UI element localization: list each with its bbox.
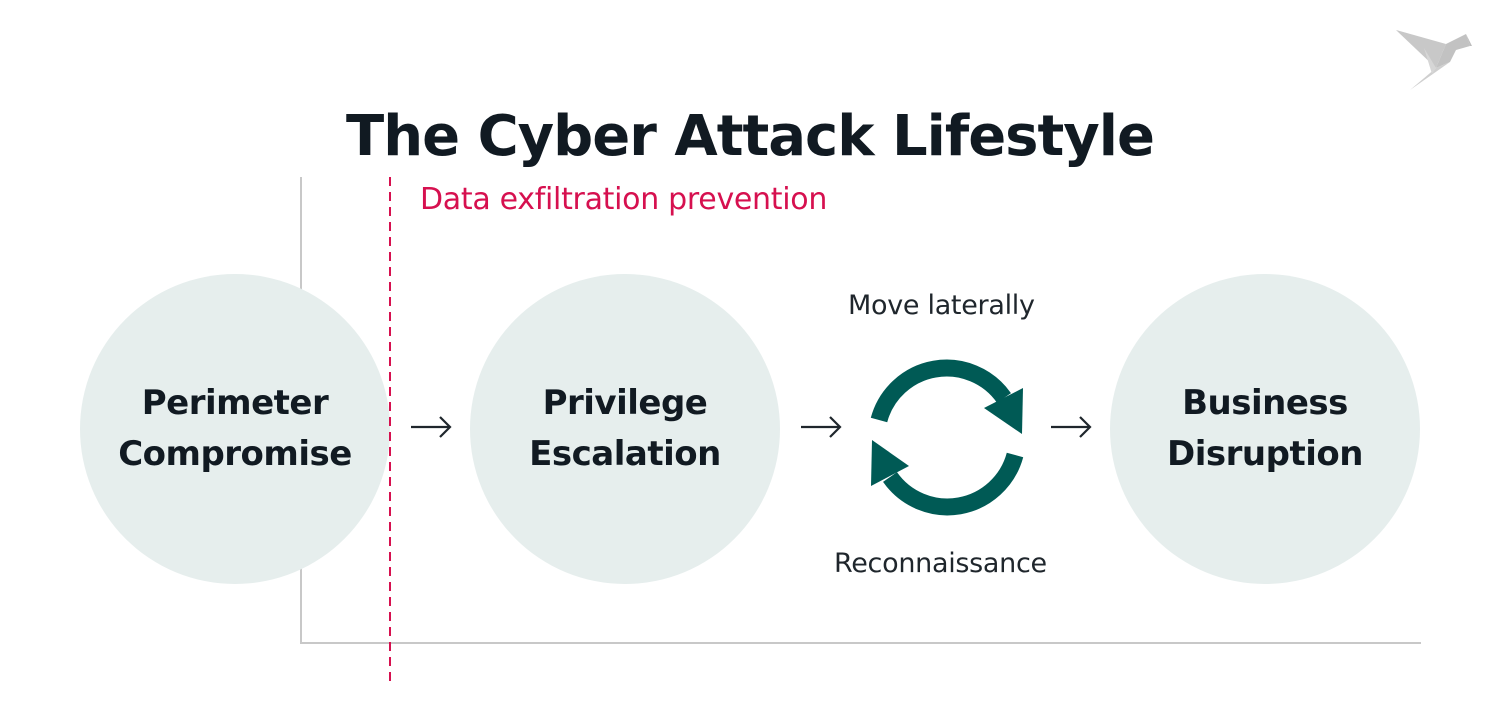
timeline-axis-horizontal <box>300 642 1421 644</box>
origami-bird-icon <box>1396 30 1472 90</box>
right-arrow-icon <box>411 416 452 438</box>
right-arrow-icon <box>801 416 842 438</box>
page-title: The Cyber Attack Lifestyle <box>346 103 1155 169</box>
zone-label: Data exfiltration prevention <box>420 182 828 217</box>
stage-label: Business Disruption <box>1167 383 1363 474</box>
cycle-arrows-icon <box>870 359 1024 516</box>
stage-label: Privilege Escalation <box>529 383 721 474</box>
stage-perimeter-compromise: Perimeter Compromise <box>80 274 390 584</box>
right-arrow-icon <box>1051 416 1092 438</box>
stage-business-disruption: Business Disruption <box>1110 274 1420 584</box>
exfiltration-boundary-line <box>389 177 391 686</box>
stage-privilege-escalation: Privilege Escalation <box>470 274 780 584</box>
cycle-bottom-label: Reconnaissance <box>834 548 1047 579</box>
stage-label: Perimeter Compromise <box>118 383 352 474</box>
cycle-top-label: Move laterally <box>848 290 1035 321</box>
